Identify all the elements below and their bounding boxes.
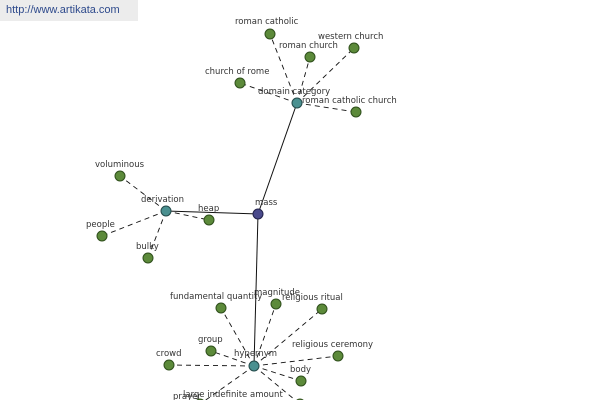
node-label-western-church: western church bbox=[318, 32, 383, 42]
node-voluminous[interactable]: voluminous bbox=[95, 160, 145, 182]
node-label-roman-church: roman church bbox=[279, 41, 338, 51]
node-label-derivation: derivation bbox=[141, 195, 184, 205]
node-circle-church-of-rome[interactable] bbox=[234, 77, 246, 89]
node-label-heap: heap bbox=[198, 204, 219, 214]
edge-hypernym-prayer bbox=[204, 365, 255, 400]
node-fundamental-quantity[interactable]: fundamental quantity bbox=[170, 292, 262, 314]
node-label-group: group bbox=[198, 335, 223, 345]
node-label-large-indefinite-amount: large indefinite amount bbox=[183, 390, 283, 400]
node-circle-domain-category[interactable] bbox=[291, 97, 303, 109]
edge-hypernym-religious-ritual bbox=[253, 308, 323, 367]
node-circle-group[interactable] bbox=[205, 345, 217, 357]
node-circle-derivation[interactable] bbox=[160, 205, 172, 217]
edge-derivation-voluminous bbox=[119, 175, 167, 212]
node-circle-heap[interactable] bbox=[203, 214, 215, 226]
node-prayer[interactable]: prayer bbox=[173, 392, 205, 400]
node-religious-ritual[interactable]: religious ritual bbox=[282, 293, 343, 315]
node-circle-roman-church[interactable] bbox=[304, 51, 316, 63]
graph-edges bbox=[101, 33, 357, 400]
node-label-magnitude: magnitude bbox=[254, 288, 300, 298]
node-label-mass: mass bbox=[255, 198, 278, 208]
edge-domain-category-roman-catholic bbox=[269, 33, 298, 104]
node-label-fundamental-quantity: fundamental quantity bbox=[170, 292, 262, 302]
node-large-indefinite-amount[interactable]: large indefinite amount bbox=[183, 390, 305, 400]
node-circle-western-church[interactable] bbox=[348, 42, 360, 54]
edge-mass-derivation bbox=[165, 210, 259, 215]
node-label-religious-ceremony: religious ceremony bbox=[292, 340, 373, 350]
edge-hypernym-magnitude bbox=[253, 303, 277, 367]
node-roman-catholic-church[interactable]: roman catholic church bbox=[302, 96, 397, 118]
node-label-prayer: prayer bbox=[173, 392, 201, 400]
node-bulky[interactable]: bulky bbox=[136, 242, 159, 264]
node-label-hypernym: hypernym bbox=[234, 349, 277, 359]
node-mass[interactable]: mass bbox=[252, 198, 278, 220]
node-roman-church[interactable]: roman church bbox=[279, 41, 338, 63]
node-western-church[interactable]: western church bbox=[318, 32, 383, 54]
node-circle-crowd[interactable] bbox=[163, 359, 175, 371]
node-label-voluminous: voluminous bbox=[95, 160, 145, 170]
node-label-body: body bbox=[290, 365, 311, 375]
node-circle-magnitude[interactable] bbox=[270, 298, 282, 310]
node-church-of-rome[interactable]: church of rome bbox=[205, 67, 269, 89]
edge-hypernym-fundamental-quantity bbox=[220, 307, 255, 367]
edge-domain-category-church-of-rome bbox=[239, 82, 298, 104]
node-hypernym[interactable]: hypernym bbox=[234, 349, 277, 372]
node-derivation[interactable]: derivation bbox=[141, 195, 184, 217]
node-heap[interactable]: heap bbox=[198, 204, 219, 226]
node-circle-bulky[interactable] bbox=[142, 252, 154, 264]
node-label-crowd: crowd bbox=[156, 349, 182, 359]
node-circle-roman-catholic-church[interactable] bbox=[350, 106, 362, 118]
node-label-domain-category: domain category bbox=[258, 87, 330, 97]
node-circle-religious-ceremony[interactable] bbox=[332, 350, 344, 362]
edge-derivation-people bbox=[101, 210, 167, 237]
edge-domain-category-western-church bbox=[296, 47, 355, 104]
edge-domain-category-roman-catholic-church bbox=[296, 102, 357, 113]
node-circle-mass[interactable] bbox=[252, 208, 264, 220]
source-link[interactable]: http://www.artikata.com bbox=[0, 0, 138, 21]
node-magnitude[interactable]: magnitude bbox=[254, 288, 300, 310]
node-body[interactable]: body bbox=[290, 365, 311, 387]
node-label-church-of-rome: church of rome bbox=[205, 67, 269, 77]
edge-mass-domain-category bbox=[257, 102, 298, 215]
node-circle-body[interactable] bbox=[295, 375, 307, 387]
edge-hypernym-group bbox=[210, 350, 255, 367]
node-label-religious-ritual: religious ritual bbox=[282, 293, 343, 303]
edge-derivation-heap bbox=[165, 210, 210, 221]
node-circle-fundamental-quantity[interactable] bbox=[215, 302, 227, 314]
node-crowd[interactable]: crowd bbox=[156, 349, 182, 371]
node-label-bulky: bulky bbox=[136, 242, 159, 252]
node-label-roman-catholic-church: roman catholic church bbox=[302, 96, 397, 106]
node-circle-people[interactable] bbox=[96, 230, 108, 242]
node-people[interactable]: people bbox=[86, 220, 115, 242]
node-circle-roman-catholic[interactable] bbox=[264, 28, 276, 40]
node-religious-ceremony[interactable]: religious ceremony bbox=[292, 340, 373, 362]
node-roman-catholic[interactable]: roman catholic bbox=[235, 17, 299, 40]
node-label-people: people bbox=[86, 220, 115, 230]
edge-domain-category-roman-church bbox=[296, 56, 311, 104]
node-circle-hypernym[interactable] bbox=[248, 360, 260, 372]
edge-mass-hypernym bbox=[253, 213, 259, 367]
edge-hypernym-crowd bbox=[168, 364, 255, 367]
node-circle-religious-ritual[interactable] bbox=[316, 303, 328, 315]
edge-hypernym-large-indefinite-amount bbox=[253, 365, 296, 400]
node-label-roman-catholic: roman catholic bbox=[235, 17, 299, 27]
node-group[interactable]: group bbox=[198, 335, 223, 357]
node-domain-category[interactable]: domain category bbox=[258, 87, 330, 109]
node-circle-voluminous[interactable] bbox=[114, 170, 126, 182]
